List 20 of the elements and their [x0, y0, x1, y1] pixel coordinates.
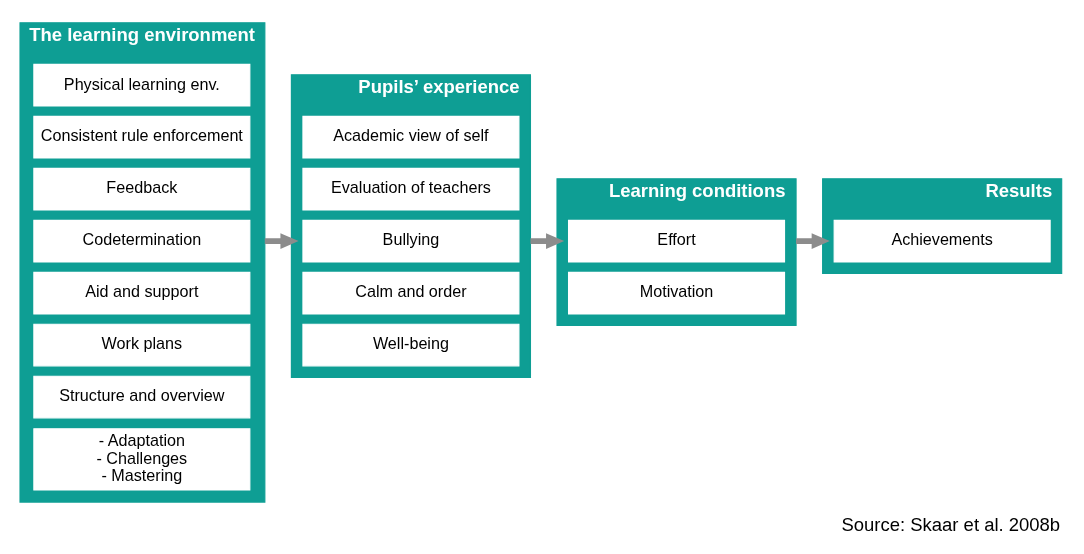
- node-box: Academic view of self: [302, 115, 520, 159]
- caption: Source: Skaar et al. 2008b: [841, 513, 1061, 535]
- node-box: Calm and order: [302, 271, 520, 314]
- node-box: Well-being: [302, 323, 520, 366]
- node-box: Bullying: [302, 219, 520, 262]
- arrow: [530, 232, 565, 249]
- node-box: Physical learning env.: [33, 63, 251, 107]
- node-box: Codetermination: [33, 219, 251, 262]
- arrow: [264, 232, 299, 249]
- node-box: Work plans: [33, 323, 251, 366]
- node-box: Consistent rule enforcement: [33, 115, 251, 159]
- node-box: Motivation: [568, 271, 786, 314]
- node-box: Achievements: [833, 219, 1051, 262]
- node-box: Feedback: [33, 167, 251, 210]
- node-box: Aid and support: [33, 271, 251, 314]
- node-box: Evaluation of teachers: [302, 167, 520, 210]
- arrow: [796, 232, 830, 249]
- node-box: Effort: [568, 219, 786, 262]
- node-box: - Adaptation - Challenges - Mastering: [33, 427, 251, 491]
- node-box: Structure and overview: [33, 375, 251, 418]
